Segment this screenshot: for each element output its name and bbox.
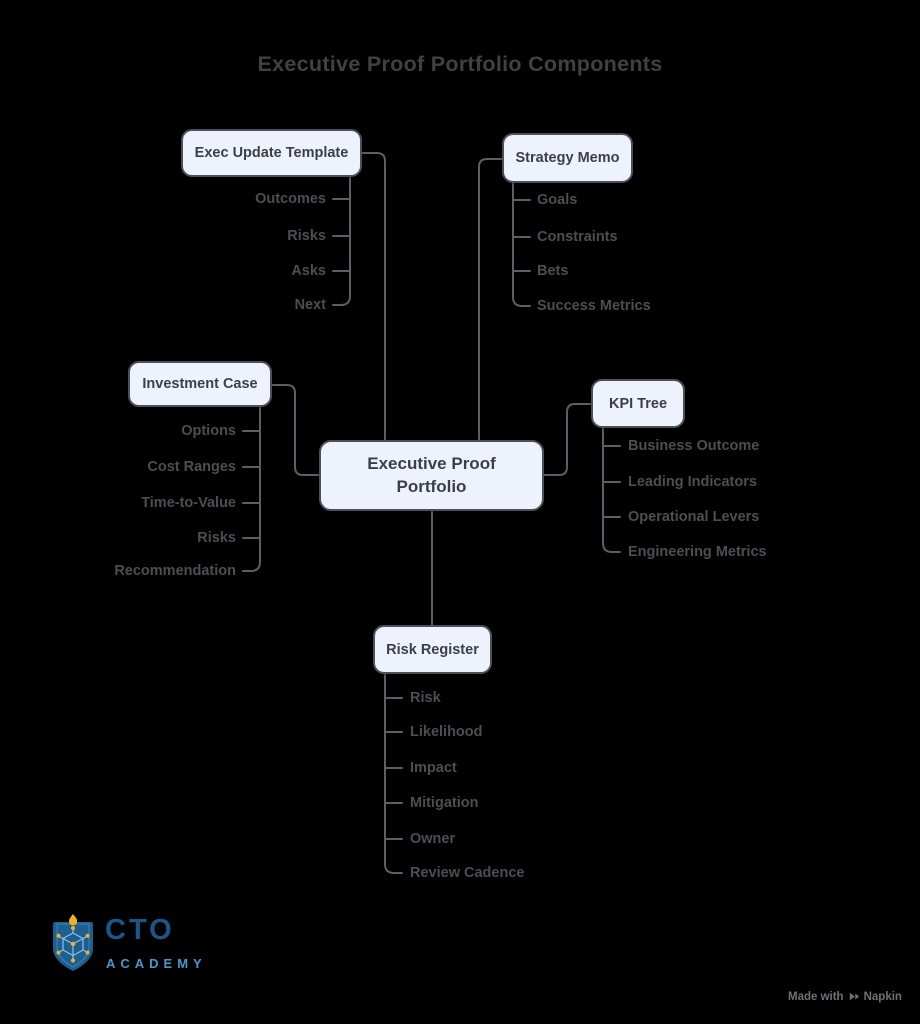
exec-update-branch-ticks	[332, 198, 351, 272]
kpi-tree-item-engineering-metrics: Engineering Metrics	[628, 544, 767, 560]
investment-case-item-options: Options	[181, 423, 236, 439]
node-investment-case-label: Investment Case	[142, 376, 258, 392]
risk-register-item-likelihood: Likelihood	[410, 724, 483, 740]
node-executive-proof-portfolio: Executive Proof Portfolio	[319, 440, 544, 511]
node-exec-update-template: Exec Update Template	[181, 129, 362, 177]
node-investment-case: Investment Case	[128, 361, 272, 407]
risk-register-item-review-cadence: Review Cadence	[410, 865, 525, 881]
strategy-memo-item-goals: Goals	[537, 192, 578, 208]
flame-icon	[69, 914, 78, 926]
node-kpi-tree: KPI Tree	[591, 379, 685, 428]
made-with-text: Made with	[788, 990, 844, 1003]
node-exec-update-template-label: Exec Update Template	[194, 145, 349, 161]
connector-exec-update-to-center	[361, 152, 386, 443]
node-strategy-memo-label: Strategy Memo	[515, 150, 620, 166]
cto-academy-logo: CTO ACADEMY	[48, 913, 228, 979]
risk-register-branch-ticks	[384, 697, 403, 840]
exec-update-branch-line	[332, 176, 351, 306]
investment-case-item-time-to-value: Time-to-Value	[141, 495, 236, 511]
cto-academy-subtitle: ACADEMY	[106, 956, 207, 971]
investment-case-item-risks: Risks	[197, 530, 236, 546]
strategy-memo-item-constraints: Constraints	[537, 229, 618, 245]
kpi-tree-item-leading-indicators: Leading Indicators	[628, 474, 757, 490]
made-with-napkin: Made with Napkin	[788, 990, 902, 1003]
connector-strategy-memo-to-center	[478, 158, 503, 443]
diagram-title: Executive Proof Portfolio Components	[257, 52, 663, 76]
strategy-memo-item-bets: Bets	[537, 263, 569, 279]
strategy-memo-item-success-metrics: Success Metrics	[537, 298, 651, 314]
node-risk-register: Risk Register	[373, 625, 492, 674]
node-risk-register-label: Risk Register	[386, 641, 479, 658]
risk-register-item-risk: Risk	[410, 690, 441, 706]
risk-register-item-owner: Owner	[410, 831, 456, 847]
connector-investment-case-to-center	[271, 384, 321, 476]
kpi-tree-branch-ticks	[602, 445, 621, 518]
risk-register-branch-line	[384, 673, 403, 874]
investment-case-item-recommendation: Recommendation	[114, 563, 236, 579]
risk-register-item-mitigation: Mitigation	[410, 795, 479, 811]
risk-register-item-impact: Impact	[410, 760, 457, 776]
connector-center-to-kpi-tree	[542, 403, 593, 476]
napkin-icon	[849, 992, 859, 1001]
investment-case-item-cost-ranges: Cost Ranges	[147, 459, 236, 475]
exec-update-item-outcomes: Outcomes	[255, 191, 326, 207]
node-strategy-memo: Strategy Memo	[502, 133, 633, 183]
kpi-tree-item-business-outcome: Business Outcome	[628, 438, 760, 454]
cto-academy-shield-icon	[53, 914, 93, 971]
kpi-tree-item-operational-levers: Operational Levers	[628, 509, 760, 525]
strategy-memo-branch-line	[512, 182, 531, 307]
exec-update-item-next: Next	[294, 297, 326, 313]
exec-update-item-asks: Asks	[291, 263, 326, 279]
node-executive-proof-portfolio-label: Executive Proof Portfolio	[367, 454, 496, 496]
cto-academy-name: CTO	[105, 914, 175, 946]
kpi-tree-branch-line	[602, 427, 621, 553]
napkin-brand-text: Napkin	[863, 990, 902, 1003]
strategy-memo-branch-ticks	[512, 199, 531, 272]
investment-case-branch-ticks	[242, 430, 261, 539]
investment-case-branch-line	[242, 406, 261, 572]
exec-update-item-risks: Risks	[287, 228, 326, 244]
node-kpi-tree-label: KPI Tree	[608, 395, 668, 412]
